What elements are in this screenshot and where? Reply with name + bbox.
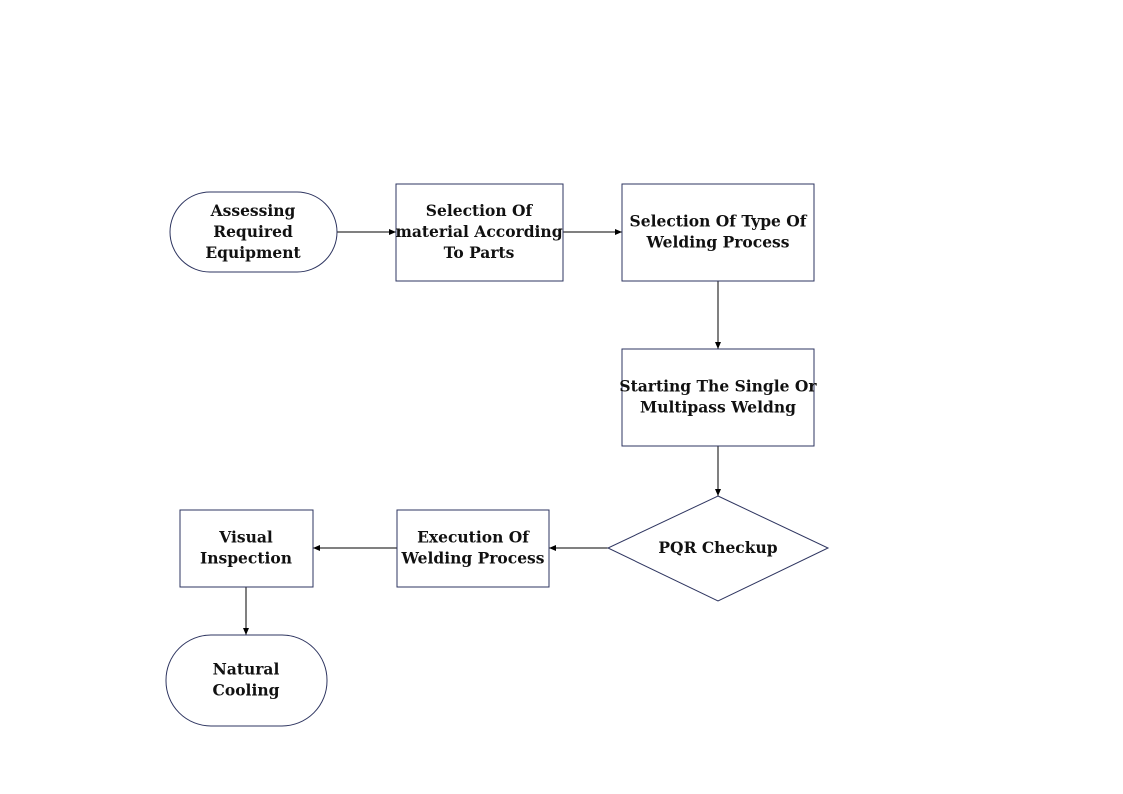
node-pqr-checkup: PQR Checkup	[606, 495, 830, 602]
node-label-line: Cooling	[213, 681, 280, 700]
node-label-line: Selection Of Type Of	[630, 212, 808, 231]
process-shape	[395, 183, 564, 282]
node-label: Starting The Single Or Multipass Weldng	[619, 377, 817, 417]
node-label-line: Required	[213, 222, 293, 241]
node-label-line: Starting The Single Or	[619, 377, 817, 396]
node-label-line: Welding Process	[400, 549, 544, 568]
node-label-line: Assessing	[210, 201, 296, 220]
node-label: Selection Of Type Of Welding Process	[630, 212, 808, 252]
node-execution-of-welding-process: Execution Of Welding Process	[396, 509, 550, 588]
node-label-line: Equipment	[205, 243, 301, 262]
node-label-line: Visual	[218, 528, 273, 547]
node-label: Selection Of material According To Parts	[395, 201, 562, 262]
decision-shape	[606, 495, 830, 602]
node-label-line: To Parts	[444, 243, 515, 262]
node-starting-single-or-multipass-welding: Starting The Single Or Multipass Weldng	[619, 348, 817, 447]
node-label-line: Welding Process	[645, 233, 789, 252]
node-label-line: Inspection	[200, 549, 292, 568]
process-shape	[621, 348, 815, 447]
node-label-line: Multipass Weldng	[640, 398, 796, 417]
terminal-shape	[169, 191, 338, 273]
node-label: Execution Of Welding Process	[400, 528, 544, 568]
node-label: PQR Checkup	[658, 538, 777, 557]
process-shape	[621, 183, 815, 282]
node-label-line: Execution Of	[417, 528, 530, 547]
node-label-line: material According	[395, 222, 562, 241]
node-label-line: Natural	[213, 660, 280, 679]
terminal-shape	[165, 634, 328, 727]
edges	[243, 229, 721, 635]
node-selection-of-type-of-welding-process: Selection Of Type Of Welding Process	[621, 183, 815, 282]
process-shape	[179, 509, 314, 588]
node-label-line: PQR Checkup	[658, 538, 777, 557]
node-label-line: Selection Of	[426, 201, 534, 220]
process-shape	[396, 509, 550, 588]
node-selection-of-material: Selection Of material According To Parts	[395, 183, 564, 282]
